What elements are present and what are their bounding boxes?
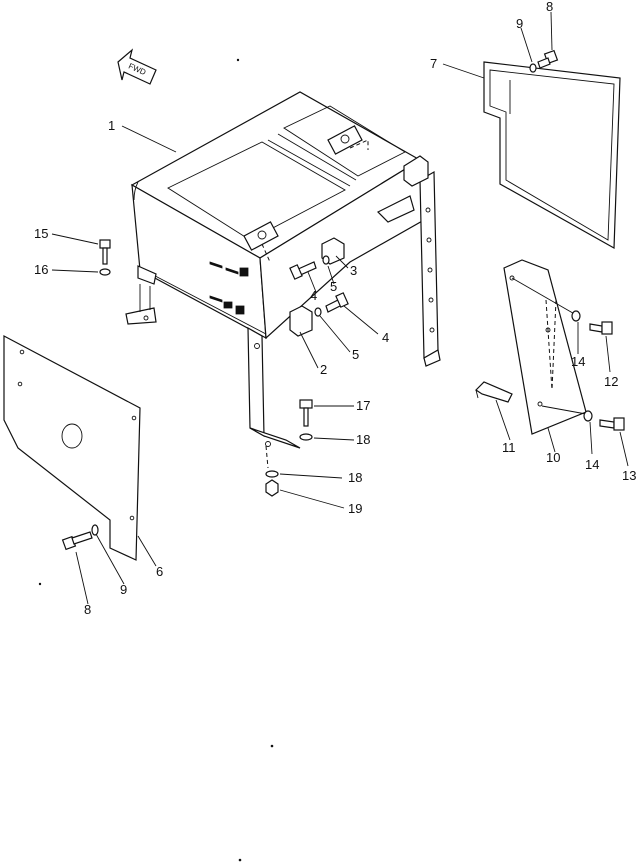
bracket-plate-10: [503, 259, 587, 435]
callout-15: 15: [34, 226, 48, 241]
callout-14-upper: 14: [571, 354, 585, 369]
bolt-12: [589, 321, 613, 335]
callout-5-lower: 5: [352, 347, 359, 362]
callout-18-lower: 18: [348, 470, 362, 485]
cover-legs: [125, 155, 441, 449]
leader-lines: [51, 11, 629, 605]
callout-11: 11: [502, 440, 516, 455]
callout-3: 3: [350, 263, 357, 278]
washer-9-left: [91, 524, 99, 536]
callout-17: 17: [356, 398, 370, 413]
washer-5-upper: [322, 255, 330, 265]
washer-16: [99, 268, 111, 276]
bolt-17: [299, 399, 313, 427]
callout-19: 19: [348, 501, 362, 516]
washer-18-upper: [299, 433, 313, 441]
handle-11: [475, 381, 513, 403]
bolt-13: [599, 417, 625, 431]
callout-9-left: 9: [120, 582, 127, 597]
washer-14-lower: [583, 410, 593, 422]
nut-19: [265, 479, 279, 497]
callout-12: 12: [604, 374, 618, 389]
callout-labels: 1 2 3 4 4 5 5 6 7 8 8 9 9 10 11 12 13 14…: [34, 0, 636, 617]
bolt-8-left: [61, 531, 93, 551]
washer-18-lower: [265, 470, 279, 478]
callout-5-upper: 5: [330, 279, 337, 294]
callout-10: 10: [546, 450, 560, 465]
bolt-8-right: [537, 49, 559, 69]
callout-18-upper: 18: [356, 432, 370, 447]
callout-4-upper: 4: [310, 288, 317, 303]
bracket-2: [289, 305, 313, 337]
callout-16: 16: [34, 262, 48, 277]
side-panel-6: [3, 335, 141, 561]
callout-4-lower: 4: [382, 330, 389, 345]
callout-2: 2: [320, 362, 327, 377]
callout-8-right: 8: [546, 0, 553, 14]
washer-14-upper: [571, 310, 581, 322]
callout-14-lower: 14: [585, 457, 599, 472]
bolt-15: [99, 239, 111, 265]
callout-6: 6: [156, 564, 163, 579]
bolt-4-upper: [289, 261, 317, 280]
callout-13: 13: [622, 468, 636, 483]
bolt-4-lower: [325, 292, 349, 313]
side-panel-7: [483, 61, 621, 250]
callout-8-left: 8: [84, 602, 91, 617]
forward-arrow-icon: FWD: [117, 48, 157, 85]
callout-7: 7: [430, 56, 437, 71]
washer-5-lower: [314, 307, 322, 317]
callout-9-right: 9: [516, 16, 523, 31]
main-cover: [130, 91, 425, 340]
scan-specks: [38, 58, 274, 862]
washer-9-right: [529, 63, 537, 73]
callout-1: 1: [108, 118, 115, 133]
